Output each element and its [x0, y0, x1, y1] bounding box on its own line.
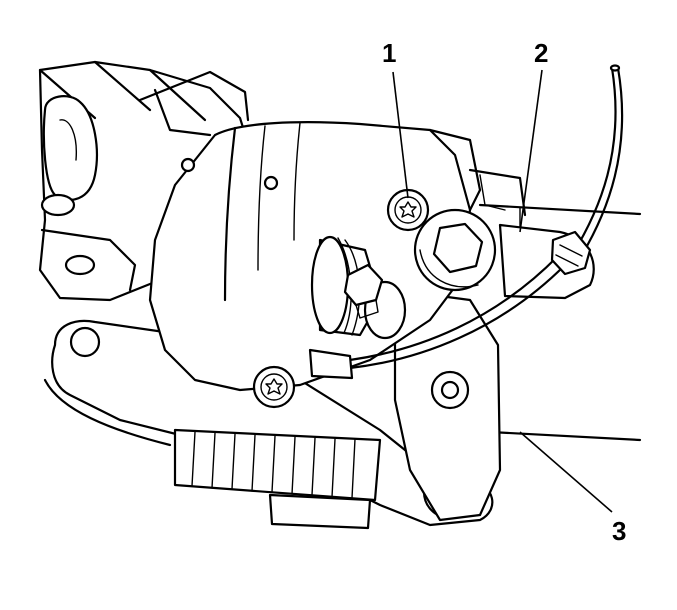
leader-2 [519, 69, 543, 233]
wire-clip [550, 230, 592, 276]
torx-screw-lower [252, 365, 296, 409]
leader-1 [392, 71, 409, 199]
solenoid-hex-bolt [343, 263, 384, 319]
corrugated-conduit [173, 428, 382, 530]
leader-lines [392, 69, 613, 513]
callout-1: 1 [382, 38, 396, 68]
sensor-wire [308, 64, 624, 380]
torx-screw-upper [386, 188, 430, 232]
leader-3 [519, 431, 613, 513]
callout-2: 2 [534, 38, 548, 68]
callout-3: 3 [612, 516, 626, 546]
large-hex-bolt [413, 208, 497, 292]
